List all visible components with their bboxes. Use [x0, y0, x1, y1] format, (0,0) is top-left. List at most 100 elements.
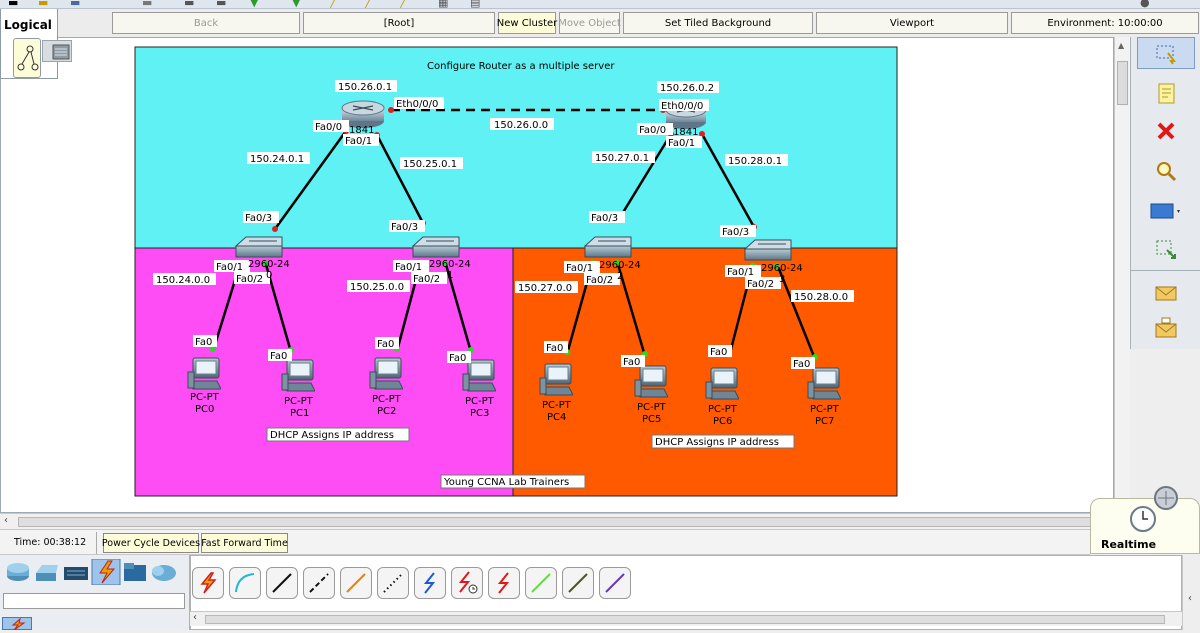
link-s1-pc3[interactable] [443, 260, 473, 353]
device-list-scroll-left-icon[interactable]: ‹ [1188, 593, 1192, 604]
inspect-tool[interactable] [1137, 155, 1195, 187]
print-icon[interactable]: ▬ [142, 0, 153, 9]
add-simple-pdu-tool[interactable] [1137, 277, 1195, 309]
pencil-2-icon[interactable]: ╱ [365, 0, 372, 9]
copper-cross-over-button[interactable] [303, 567, 335, 599]
coaxial-icon [423, 572, 436, 594]
pc-6-icon[interactable] [705, 367, 739, 400]
device-list-scroll[interactable]: ‹ [1182, 555, 1200, 630]
power-cycle-devices-button[interactable]: Power Cycle Devices [102, 533, 200, 553]
link-r1-s3[interactable] [700, 133, 756, 228]
note-dhcp-right[interactable]: DHCP Assigns IP address [651, 434, 795, 449]
device-search-input[interactable] [3, 593, 185, 609]
horizontal-scroll-thumb[interactable] [18, 517, 1098, 527]
logical-view-icon[interactable] [13, 38, 41, 78]
link-s3-pc7[interactable] [775, 263, 817, 360]
pc-1-icon[interactable] [281, 359, 315, 392]
switches-icon[interactable] [36, 565, 58, 581]
open-file-icon[interactable]: ▬ [38, 0, 49, 9]
check-icon[interactable]: ▼ [250, 0, 259, 9]
cluster-icon[interactable] [42, 40, 72, 62]
hubs-icon[interactable] [64, 567, 88, 580]
pc-4-icon[interactable] [539, 363, 573, 396]
scroll-left-icon[interactable]: ‹ [4, 515, 8, 526]
root-breadcrumb[interactable]: [Root] [303, 12, 495, 34]
viewport-button[interactable]: Viewport [816, 12, 1008, 34]
fast-forward-time-button[interactable]: Fast Forward Time [201, 533, 288, 553]
activity-wizard-icon[interactable]: ▬ [216, 0, 227, 9]
note-trainer[interactable]: Young CCNA Lab Trainers [440, 474, 586, 489]
copy-icon[interactable]: ▬ [184, 0, 195, 9]
selected-category-icon[interactable] [2, 617, 32, 631]
coaxial-cable-button[interactable] [414, 567, 446, 599]
link-r0-s0[interactable] [273, 130, 348, 230]
vertical-scrollbar[interactable]: ▲ [1114, 37, 1130, 513]
cable-scroll-thumb[interactable] [205, 615, 1165, 624]
delete-tool[interactable] [1137, 115, 1195, 147]
scroll-up-icon[interactable]: ▲ [1118, 41, 1125, 50]
vertical-scroll-thumb[interactable] [1117, 61, 1128, 105]
link-s2-pc5[interactable] [615, 260, 647, 357]
pencil-3-icon[interactable]: ╱ [400, 0, 407, 9]
end-devices-icon[interactable] [124, 563, 146, 581]
fiber-icon [346, 573, 366, 593]
octal-cable-icon [531, 573, 551, 593]
switch-0[interactable] [234, 236, 283, 258]
place-note-tool[interactable] [1137, 77, 1195, 109]
switch-3[interactable] [743, 239, 792, 261]
pc-2-icon[interactable] [369, 357, 403, 390]
check-2-icon[interactable]: ▼ [292, 0, 301, 9]
move-object-button[interactable]: Move Object [558, 12, 621, 34]
router-0-model: 1841 [349, 125, 374, 136]
automatic-cable-button[interactable] [192, 567, 224, 599]
pc-3-icon[interactable] [462, 359, 496, 392]
connections-icon[interactable] [91, 559, 121, 585]
router-0[interactable]: 1841 [341, 100, 385, 136]
cable-scroll-left-icon[interactable]: ‹ [193, 612, 197, 623]
serial-dce-button[interactable] [451, 567, 483, 599]
pc-7-icon[interactable] [807, 367, 841, 400]
resize-shape-tool[interactable] [1137, 233, 1195, 265]
fiber-cable-button[interactable] [340, 567, 372, 599]
environment-button[interactable]: Environment: 10:00:00 [1011, 12, 1199, 34]
topology-canvas[interactable]: 1841 1841 [1, 38, 1115, 514]
custom-device-icon[interactable]: ▤ [470, 0, 481, 9]
routers-icon[interactable] [7, 563, 29, 581]
cable-panel-scrollbar[interactable]: ‹ [190, 611, 1182, 626]
link-r0-s1[interactable] [375, 134, 425, 224]
back-button[interactable]: Back [112, 12, 300, 34]
resize-icon [1156, 240, 1176, 259]
copper-straight-through-button[interactable] [266, 567, 298, 599]
save-icon[interactable]: ▬ [70, 0, 81, 9]
new-cluster-button[interactable]: New Cluster [497, 12, 557, 34]
wan-emulation-icon[interactable] [152, 565, 176, 581]
iot-custom-cable-button[interactable] [562, 567, 594, 599]
switch-1[interactable] [411, 236, 460, 258]
set-tiled-background-button[interactable]: Set Tiled Background [623, 12, 813, 34]
pc-5-icon[interactable] [634, 365, 668, 398]
svg-text:150.25.0.0: 150.25.0.0 [350, 282, 404, 293]
pencil-icon[interactable]: ╱ [330, 0, 337, 9]
note-title[interactable]: Configure Router as a multiple server [425, 59, 631, 72]
pc-0-icon[interactable] [187, 357, 221, 390]
select-tool[interactable] [1137, 37, 1195, 69]
add-complex-pdu-tool[interactable] [1137, 313, 1195, 345]
switch-2[interactable] [583, 236, 632, 258]
help-icon[interactable]: ● [1140, 0, 1150, 9]
usb-cable-button[interactable] [599, 567, 631, 599]
horizontal-scrollbar[interactable]: ‹ › [0, 513, 1118, 529]
console-cable-button[interactable] [229, 567, 261, 599]
phone-cable-button[interactable] [377, 567, 409, 599]
simulation-mode-icon[interactable] [1145, 484, 1187, 512]
logical-workspace[interactable]: 1841 1841 [0, 37, 1114, 513]
realtime-mode-tab[interactable] [1090, 498, 1200, 554]
link-r1-s2[interactable] [617, 133, 673, 220]
note-dhcp-left[interactable]: DHCP Assigns IP address [266, 427, 410, 442]
svg-text:PC0: PC0 [195, 404, 214, 415]
serial-dce-icon [458, 571, 478, 594]
draw-rectangle-tool[interactable] [1137, 195, 1195, 227]
palette-icon[interactable]: ▦ [438, 0, 449, 9]
new-file-icon[interactable]: ▬ [8, 0, 19, 9]
serial-dte-button[interactable] [488, 567, 520, 599]
octal-cable-button[interactable] [525, 567, 557, 599]
